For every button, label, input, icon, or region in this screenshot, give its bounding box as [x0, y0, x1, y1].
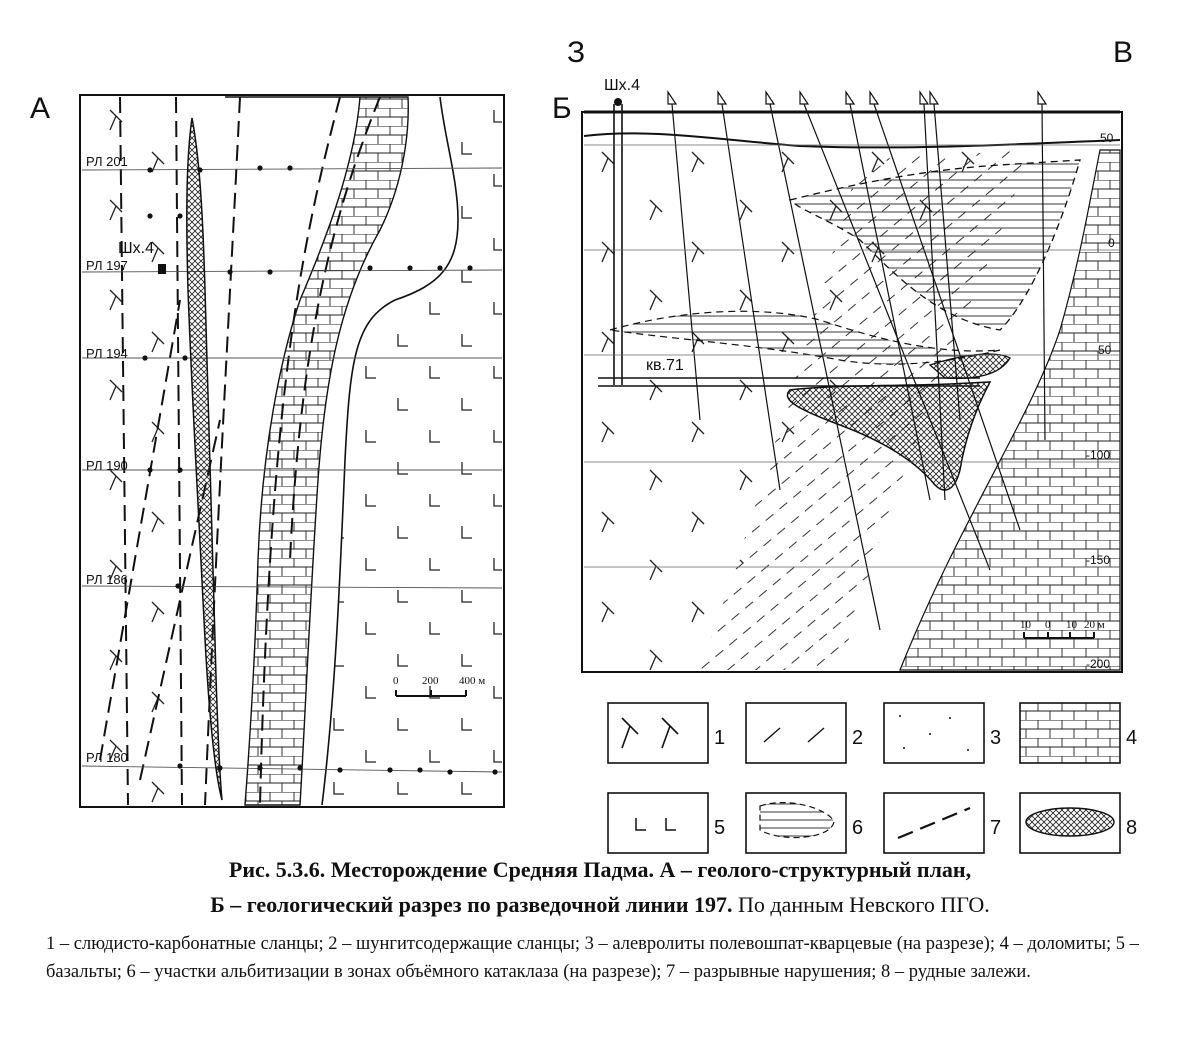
profile-label: РЛ 201: [86, 154, 128, 169]
legend-swatch-3: [883, 702, 985, 764]
legend-number: 2: [852, 727, 863, 749]
elevation-labels: 50 0 -50 -100 -150 -200: [1086, 131, 1115, 671]
legend-number: 3: [990, 727, 1001, 749]
legend-number: 8: [1126, 817, 1137, 839]
elevation-tick: 50: [1100, 131, 1114, 145]
figure-caption-line2: Б – геологический разрез по разведочной …: [0, 890, 1200, 920]
legend-number: 5: [714, 817, 725, 839]
elevation-tick: -150: [1086, 553, 1110, 567]
panel-b-shaft-label: Шх.4: [604, 77, 640, 94]
east-label: В: [1113, 36, 1133, 69]
panel-a-shaft-label: Шх.4: [118, 240, 154, 257]
elevation-tick: -100: [1086, 448, 1110, 462]
shaft-marker-plan: [158, 264, 166, 274]
scale-tick: 10: [1066, 619, 1078, 631]
albitization-zone-upper: [788, 159, 1081, 331]
dolomite-belt: [225, 96, 409, 806]
legend-number: 6: [852, 817, 863, 839]
ore-body-plan: [186, 117, 223, 801]
scale-tick: 400 м: [459, 675, 485, 687]
profile-labels: РЛ 201 РЛ 197 РЛ 194 РЛ 190 РЛ 186 РЛ 18…: [86, 154, 128, 765]
panel-b: Б З В Шх.4 кв.71: [552, 36, 1133, 673]
legend-number: 1: [714, 727, 725, 749]
overburden-base: [583, 132, 1121, 149]
profile-label: РЛ 180: [86, 750, 128, 765]
figure-drawing: А: [30, 36, 1137, 854]
basalt-zone: [322, 97, 502, 805]
figure-caption-line1: Рис. 5.3.6. Месторождение Средняя Падма.…: [0, 855, 1200, 885]
scale-tick: 0: [1045, 619, 1051, 631]
panel-b-letter: Б: [552, 92, 572, 125]
scale-tick: 10: [1020, 619, 1032, 631]
legend-swatch-8: [1019, 792, 1121, 854]
legend-description: 1 – слюдисто-карбонатные сланцы; 2 – шун…: [46, 934, 1139, 982]
elevation-tick: -200: [1086, 657, 1110, 671]
caption-title: Рис. 5.3.6. Месторождение Средняя Падма.…: [228, 857, 972, 882]
crosscut-label: кв.71: [646, 357, 684, 374]
elevation-tick: 0: [1108, 236, 1115, 250]
caption-source: По данным Невского ПГО.: [732, 892, 990, 917]
legend-swatch-5: [607, 792, 709, 854]
scale-bar-a: 0 200 400 м: [393, 675, 485, 697]
shaft-collar: [614, 98, 622, 106]
scale-tick: 0: [393, 675, 399, 687]
elevation-lines: [584, 144, 1120, 568]
profile-label: РЛ 194: [86, 346, 128, 361]
panel-a-frame: [79, 94, 505, 808]
profile-label: РЛ 197: [86, 258, 128, 273]
schist-zone-left: [82, 97, 192, 805]
legend-swatch-4: [1019, 702, 1121, 764]
scale-bar-b: 10 0 10 20 м: [1020, 619, 1105, 639]
west-label: З: [567, 36, 585, 69]
dolomite-section: [899, 149, 1121, 671]
caption-subtitle: Б – геологический разрез по разведочной …: [210, 892, 733, 917]
legend-swatch-2: [745, 702, 847, 764]
legend: 1 2 3 4 5 6 7 8: [607, 702, 1137, 854]
scale-tick: 20 м: [1084, 619, 1105, 631]
panel-a: А: [30, 92, 505, 808]
legend-number: 7: [990, 817, 1001, 839]
elevation-tick: -50: [1094, 343, 1112, 357]
legend-swatch-1: [607, 702, 709, 764]
legend-number: 4: [1126, 727, 1137, 749]
profile-label: РЛ 186: [86, 572, 128, 587]
legend-swatch-7: [883, 792, 985, 854]
scale-tick: 200: [422, 675, 439, 687]
boreholes: [667, 90, 1048, 631]
legend-swatch-6: [745, 792, 847, 854]
panel-a-letter: А: [30, 92, 50, 125]
basalt-contact: [321, 96, 459, 806]
profile-label: РЛ 190: [86, 458, 128, 473]
fault-lines: [99, 96, 381, 806]
